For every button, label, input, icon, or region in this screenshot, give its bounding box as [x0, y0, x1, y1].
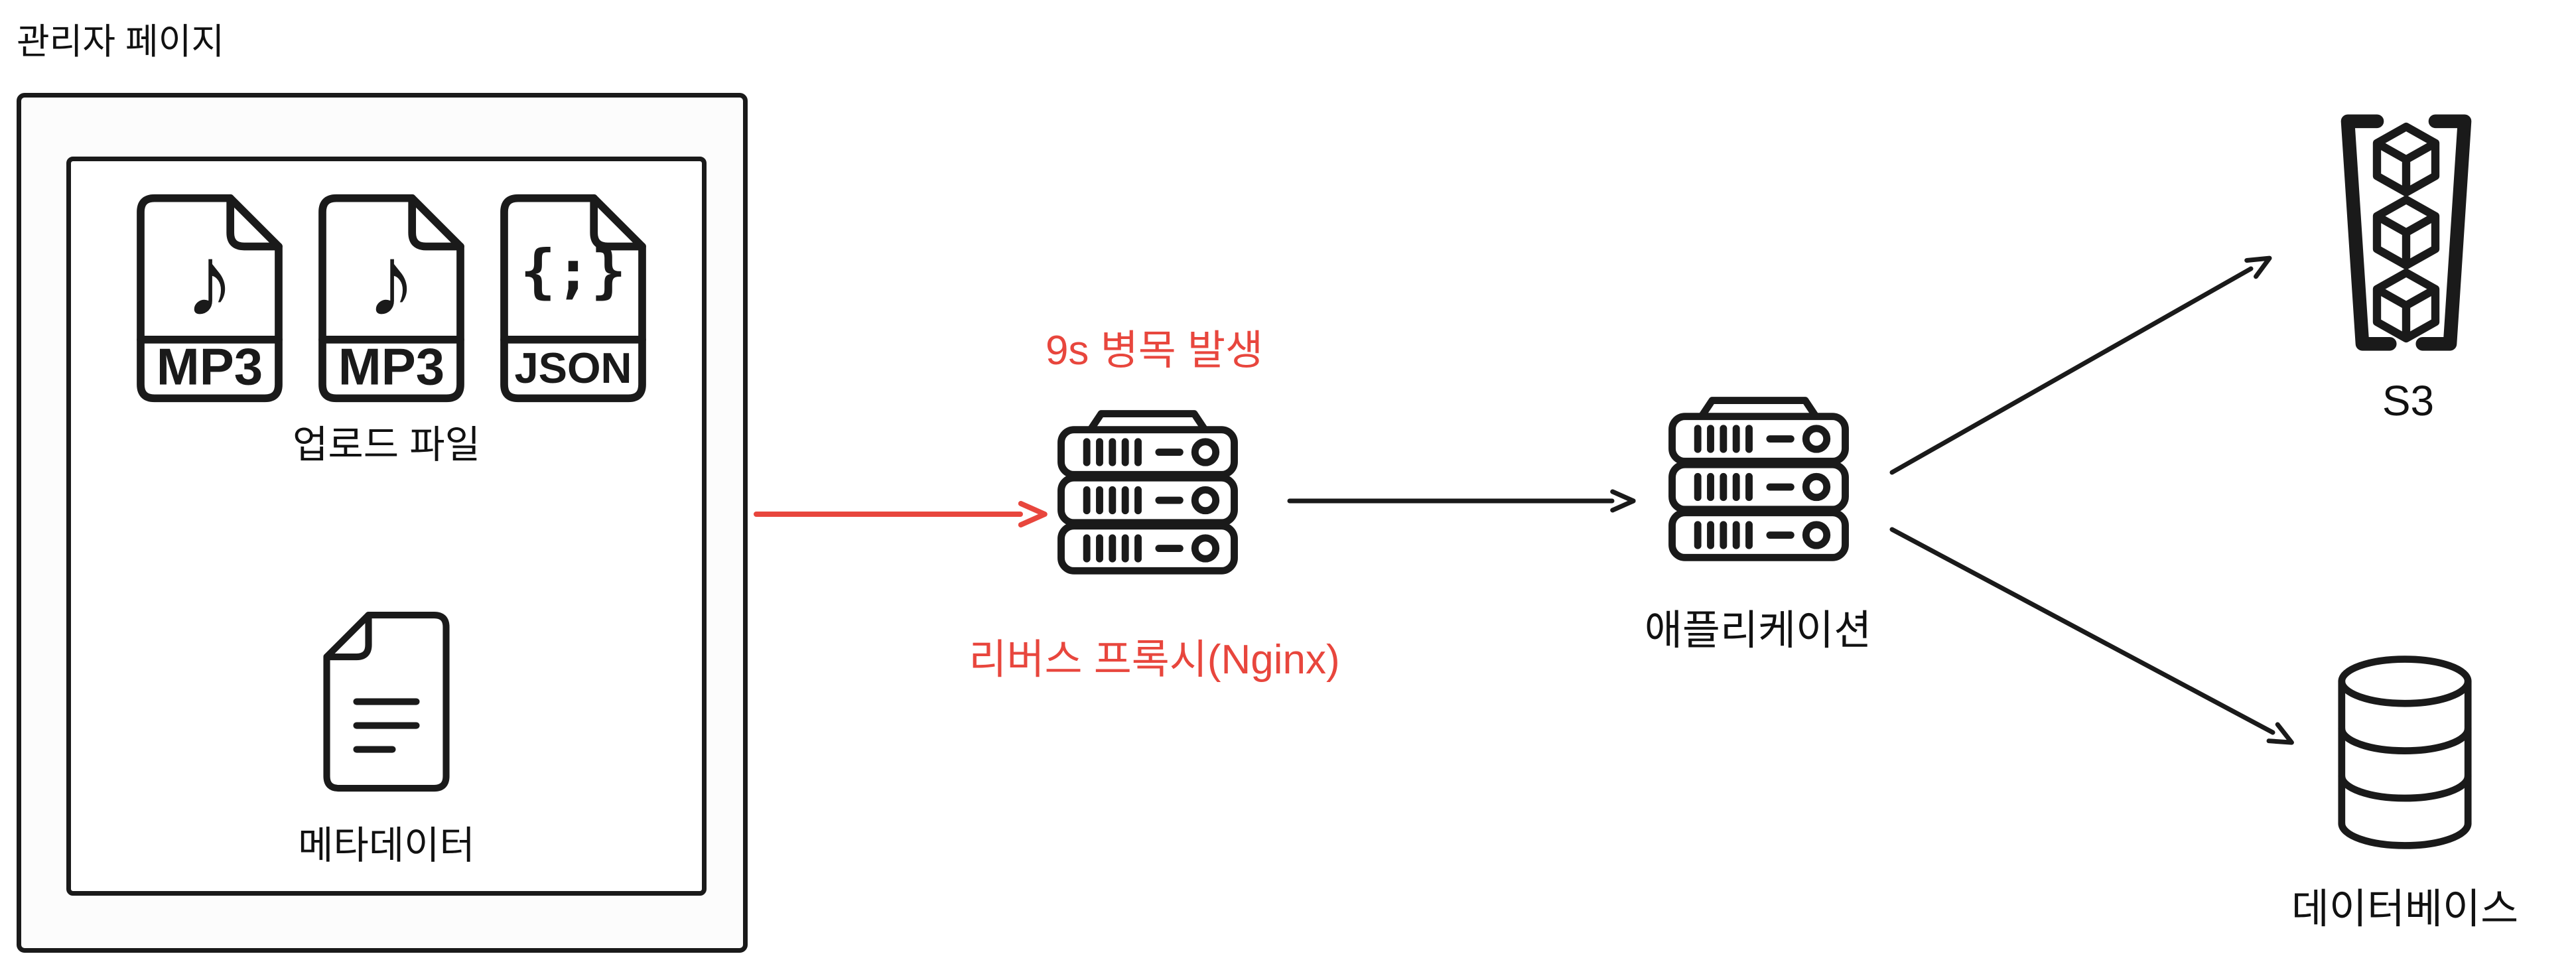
server-icon [1662, 395, 1855, 579]
admin-page-title: 관리자 페이지 [17, 22, 225, 62]
json-braces-glyph: {;} [520, 237, 626, 305]
s3-icon [2340, 114, 2472, 351]
s3-label: S3 [2382, 377, 2435, 425]
bottleneck-annotation: 9s 병목 발생 [1045, 328, 1264, 374]
upload-group-box [66, 157, 707, 896]
json-file-icon: {;} JSON [487, 188, 659, 409]
mp3-file-icon: ♪ MP3 [305, 188, 478, 409]
s3-bucket-outline [2340, 114, 2472, 351]
file-type-label: MP3 [338, 338, 444, 396]
s3-objects [2372, 122, 2440, 343]
metadata-document-icon [323, 611, 450, 792]
reverse-proxy-label: 리버스 프록시(Nginx) [969, 637, 1340, 683]
music-note-glyph: ♪ [184, 225, 234, 337]
file-type-label: JSON [514, 344, 632, 392]
database-label: 데이터베이스 [2291, 886, 2519, 932]
server-icon [1051, 408, 1244, 592]
application-label: 애플리케이션 [1644, 608, 1872, 654]
metadata-label: 메타데이터 [298, 824, 475, 867]
database-icon [2338, 656, 2472, 849]
music-note-glyph: ♪ [366, 225, 416, 337]
arrow-application-to-database [1889, 527, 2294, 745]
mp3-file-icon: ♪ MP3 [123, 188, 296, 409]
upload-files-label: 업로드 파일 [293, 423, 480, 466]
arrow-application-to-s3 [1889, 255, 2272, 475]
file-type-label: MP3 [157, 338, 263, 396]
